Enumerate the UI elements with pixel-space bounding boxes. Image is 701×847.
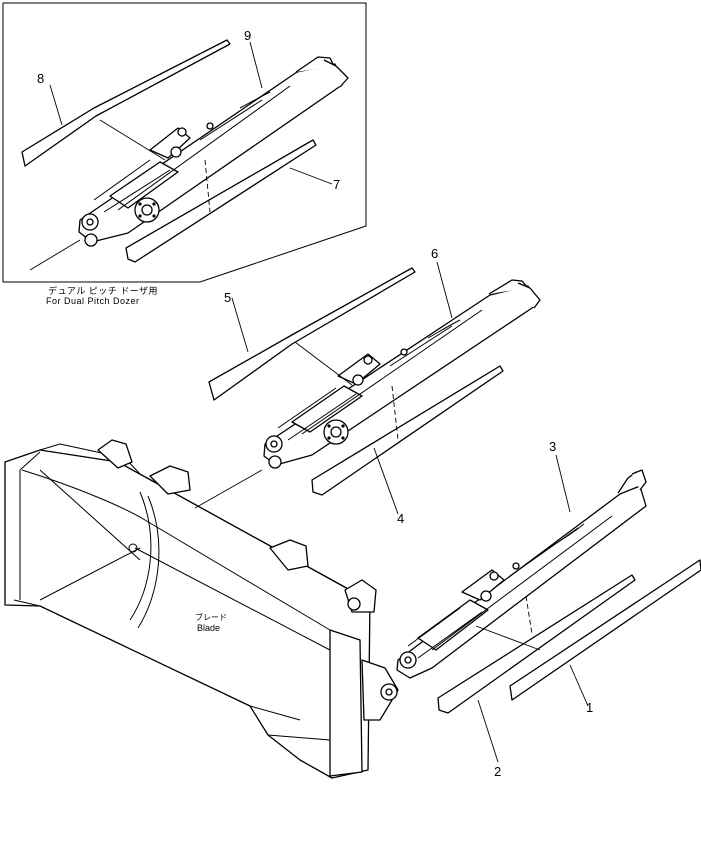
callout-8: 8 bbox=[37, 71, 44, 86]
part-3-frame bbox=[396, 469, 647, 679]
blade-label-jp: ブレード bbox=[195, 612, 227, 622]
lower-assembly: 3 2 1 bbox=[396, 439, 701, 779]
part-1-cover bbox=[509, 559, 701, 701]
inset-caption-jp: デュアル ピッチ ドーザ用 bbox=[48, 285, 158, 296]
callout-4: 4 bbox=[397, 511, 404, 526]
part-6-frame bbox=[263, 279, 541, 469]
callout-5: 5 bbox=[224, 290, 231, 305]
part-9-frame bbox=[78, 56, 349, 247]
callout-6: 6 bbox=[431, 246, 438, 261]
callout-2: 2 bbox=[494, 764, 501, 779]
middle-assembly: 5 6 4 bbox=[208, 246, 541, 526]
blade-label-en: Blade bbox=[197, 623, 220, 633]
part-5-cover bbox=[208, 267, 416, 401]
callout-9: 9 bbox=[244, 28, 251, 43]
callout-1: 1 bbox=[586, 700, 593, 715]
callout-3: 3 bbox=[549, 439, 556, 454]
dual-pitch-inset: 8 9 7 デュアル ピッチ ドーザ用 For Dual Pitch Dozer bbox=[2, 2, 367, 306]
blade: ブレード Blade bbox=[4, 439, 399, 779]
part-2-strip bbox=[437, 574, 636, 714]
part-8-cover bbox=[21, 39, 231, 167]
part-7-strip bbox=[125, 139, 317, 263]
callout-7: 7 bbox=[333, 177, 340, 192]
inset-frame bbox=[2, 2, 367, 283]
inset-caption-en: For Dual Pitch Dozer bbox=[46, 296, 140, 306]
part-4-strip bbox=[311, 365, 504, 496]
